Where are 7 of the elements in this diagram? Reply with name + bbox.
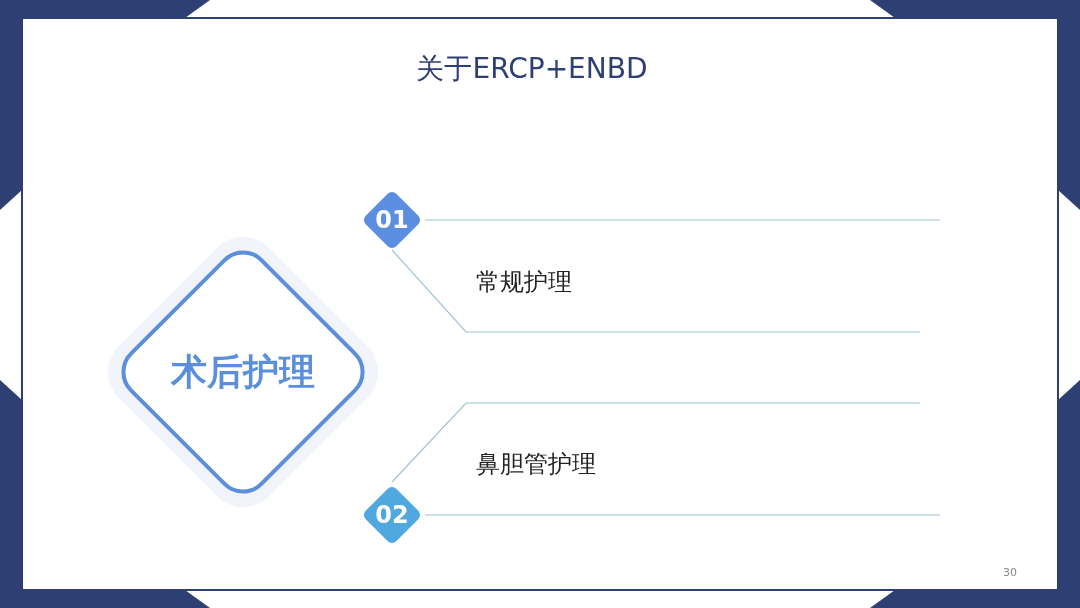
item-text: 鼻胆管护理 <box>476 449 596 480</box>
page-number: 30 <box>1003 566 1017 579</box>
step-number: 02 <box>375 501 409 529</box>
slide-title: 关于ERCP+ENBD <box>416 52 648 85</box>
topic-title: 术后护理 <box>171 349 315 394</box>
step-number: 01 <box>375 206 409 234</box>
item-text: 常规护理 <box>476 267 572 298</box>
